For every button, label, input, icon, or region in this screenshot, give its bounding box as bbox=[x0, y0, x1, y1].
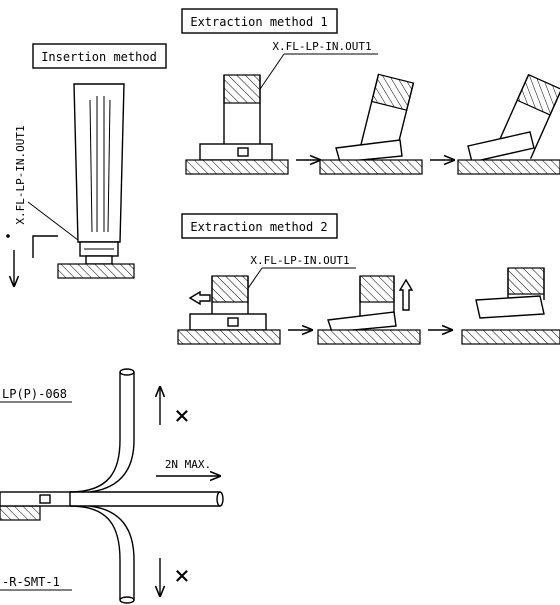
tool-hatched-top bbox=[359, 275, 395, 303]
board bbox=[177, 329, 281, 345]
down-not-allowed-mark: × bbox=[174, 561, 190, 591]
extraction2-step2 bbox=[317, 275, 421, 345]
cable-down-outer bbox=[69, 505, 121, 600]
cable-end-up bbox=[119, 368, 135, 376]
extraction1-title: Extraction method 1 bbox=[190, 15, 327, 29]
extraction1-part-label: X.FL-LP-IN.OUT1 bbox=[272, 40, 371, 53]
cable-end-horizontal bbox=[216, 491, 224, 507]
extraction2-step3 bbox=[461, 267, 560, 345]
insertion-board bbox=[57, 263, 135, 279]
cable-connector-latch bbox=[39, 494, 51, 504]
board bbox=[319, 159, 423, 175]
connector-tilted bbox=[335, 139, 403, 163]
tool-hatched-top bbox=[370, 73, 415, 111]
connector-latch bbox=[237, 147, 249, 157]
cable-down-inner bbox=[89, 505, 135, 600]
connector-lifted bbox=[475, 295, 545, 319]
cable-section: LP(P)-068 -R-SMT-1 2N MAX. × × bbox=[0, 368, 224, 604]
insertion-title: Insertion method bbox=[41, 50, 157, 64]
insertion-title-box bbox=[32, 43, 167, 69]
board bbox=[457, 159, 560, 175]
cable-connector bbox=[0, 491, 71, 507]
cable-top-label: LP(P)-068 bbox=[2, 387, 67, 401]
pivot-dot bbox=[6, 234, 10, 238]
push-guide bbox=[32, 235, 58, 258]
insertion-leader-line bbox=[27, 201, 79, 241]
extraction2-title-box bbox=[181, 213, 338, 239]
cable-up-inner bbox=[89, 372, 135, 493]
force-label: 2N MAX. bbox=[165, 458, 211, 471]
cable-bottom-label: -R-SMT-1 bbox=[2, 575, 60, 589]
extraction2-step1 bbox=[177, 275, 281, 345]
connector-tilted bbox=[327, 311, 397, 333]
cable-horizontal bbox=[70, 491, 220, 507]
cable-up-outer bbox=[69, 372, 121, 493]
insertion-tool bbox=[73, 83, 125, 243]
extraction1-title-box bbox=[181, 8, 338, 34]
board bbox=[185, 159, 289, 175]
connector-lifted bbox=[467, 131, 535, 163]
tool-body bbox=[211, 276, 249, 318]
extraction2-part-label: X.FL-LP-IN.OUT1 bbox=[250, 254, 349, 267]
up-not-allowed-mark: × bbox=[174, 401, 190, 431]
board bbox=[461, 329, 560, 345]
tool-body bbox=[223, 75, 261, 148]
insertion-receptacle bbox=[85, 255, 113, 265]
connector-latch bbox=[227, 317, 239, 327]
insertion-part-label: X.FL-LP-IN.OUT1 bbox=[14, 125, 27, 224]
tool-hatched-top bbox=[211, 275, 249, 303]
tool-hatched-top bbox=[223, 74, 261, 104]
tool-groove bbox=[89, 99, 93, 233]
lift-up-arrow bbox=[398, 278, 414, 311]
tool-body bbox=[497, 74, 560, 160]
extraction1-step1 bbox=[185, 74, 289, 175]
extraction1-step3 bbox=[457, 73, 560, 175]
extraction2-panel: Extraction method 2 X.FL-LP-IN.OUT1 bbox=[177, 213, 560, 345]
tool-hatched-top bbox=[507, 267, 545, 295]
tool-body bbox=[507, 268, 545, 300]
slide-left-arrow bbox=[188, 290, 211, 306]
extraction1-panel: Extraction method 1 X.FL-LP-IN.OUT1 bbox=[181, 8, 560, 175]
cable-end-down bbox=[119, 596, 135, 604]
extraction2-title: Extraction method 2 bbox=[190, 220, 327, 234]
board bbox=[317, 329, 421, 345]
tool-groove bbox=[107, 99, 111, 233]
tool-hatched-top bbox=[516, 73, 560, 116]
connector-body bbox=[199, 143, 273, 161]
insertion-panel: Insertion method X.FL-LP-IN.OUT1 bbox=[6, 43, 167, 286]
cable-board bbox=[0, 505, 41, 521]
extraction1-step2 bbox=[319, 73, 423, 175]
